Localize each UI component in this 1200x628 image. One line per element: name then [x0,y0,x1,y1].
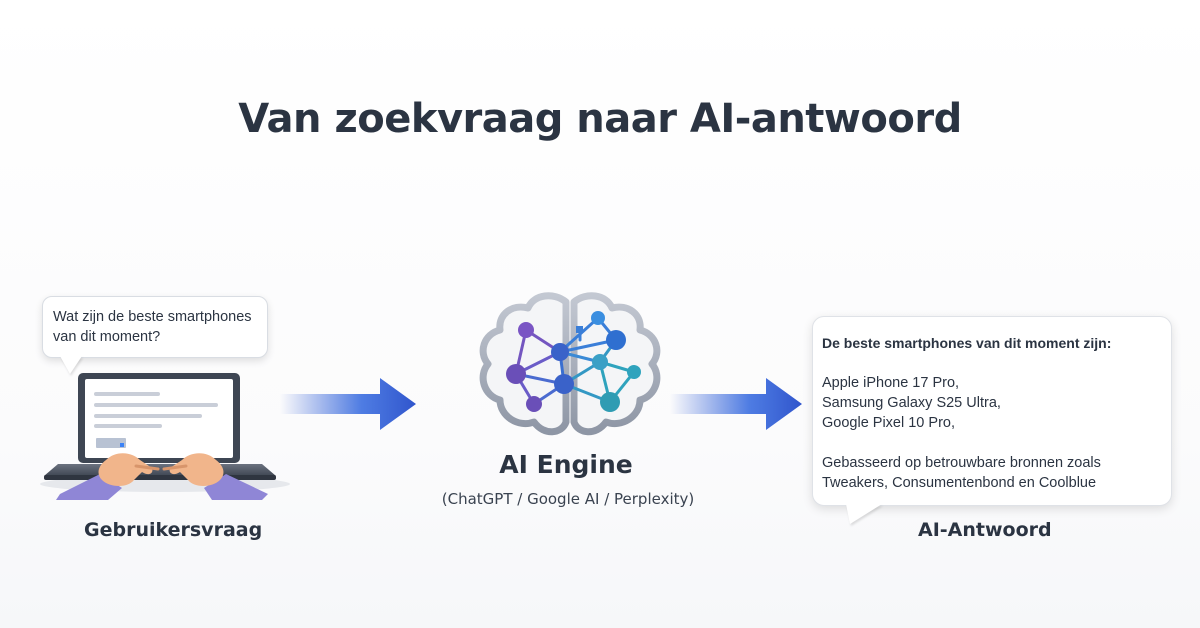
engine-subtitle: (ChatGPT / Google AI / Perplexity) [441,490,695,508]
speech-bubble-icon [60,356,82,374]
answer-note-line-1: Gebasseerd op betrouwbare bronnen zoals [822,455,1101,471]
answer-heading: De beste smartphones van dit moment zijn… [822,335,1112,351]
typing-hands-icon [56,453,268,500]
laptop-icon [40,373,290,500]
ai-answer-label: AI-Antwoord [918,519,1052,541]
user-question-label: Gebruikersvraag [84,519,263,541]
answer-item-1: Apple iPhone 17 Pro, [822,375,960,391]
brain-network-icon [479,292,661,436]
page-title: Van zoekvraag naar AI-antwoord [238,96,962,142]
answer-bubble-icon: De beste smartphones van dit moment zijn… [812,316,1172,506]
answer-note-line-2: Tweakers, Consumentenbond en Coolblue [822,475,1097,491]
answer-item-3: Google Pixel 10 Pro, [822,415,955,431]
answer-bubble-tail [846,504,882,524]
answer-item-2: Samsung Galaxy S25 Ultra, [822,395,1001,411]
question-line-1: Wat zijn de beste smartphones [53,309,252,325]
engine-title: AI Engine [499,450,633,479]
question-speech-bubble: Wat zijn de beste smartphones van dit mo… [42,296,268,358]
question-line-2: van dit moment? [53,329,161,345]
arrow-right-icon [280,378,416,430]
arrow-right-icon [670,378,802,430]
